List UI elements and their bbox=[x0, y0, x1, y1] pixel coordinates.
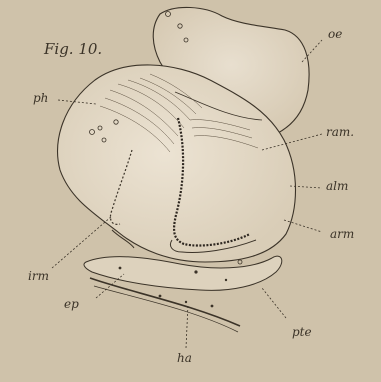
label-irm: irm bbox=[28, 270, 49, 282]
figure-title: Fig. 10. bbox=[44, 42, 102, 57]
label-ep: ep bbox=[64, 298, 79, 310]
label-oe: oe bbox=[328, 28, 342, 40]
label-pte: pte bbox=[292, 326, 312, 338]
label-arm: arm bbox=[330, 228, 354, 240]
label-ha: ha bbox=[177, 352, 192, 364]
label-ph: ph bbox=[33, 92, 48, 104]
label-alm: alm bbox=[326, 180, 348, 192]
label-ram: ram. bbox=[326, 126, 354, 138]
